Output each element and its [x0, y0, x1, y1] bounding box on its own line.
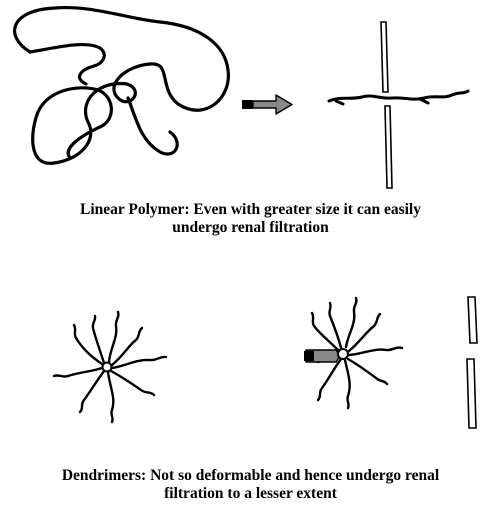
- caption-line: filtration to a lesser extent: [0, 485, 501, 503]
- stretched-polymer-chain-icon: [329, 91, 468, 104]
- caption-line: Dendrimers: Not so deformable and hence …: [0, 467, 501, 485]
- dendrimer-icon: [54, 312, 166, 422]
- caption-line: Linear Polymer: Even with greater size i…: [0, 201, 501, 219]
- dendrimer-caption: Dendrimers: Not so deformable and hence …: [0, 467, 501, 503]
- filtration-membrane-slit-icon: [381, 22, 392, 188]
- dendrimer-at-membrane-icon: [304, 298, 402, 408]
- filtration-membrane-slit-icon: [467, 297, 477, 428]
- coiled-linear-polymer-icon: [15, 8, 229, 164]
- linear-polymer-caption: Linear Polymer: Even with greater size i…: [0, 201, 501, 237]
- right-arrow-icon: [242, 95, 292, 114]
- caption-line: undergo renal filtration: [0, 219, 501, 237]
